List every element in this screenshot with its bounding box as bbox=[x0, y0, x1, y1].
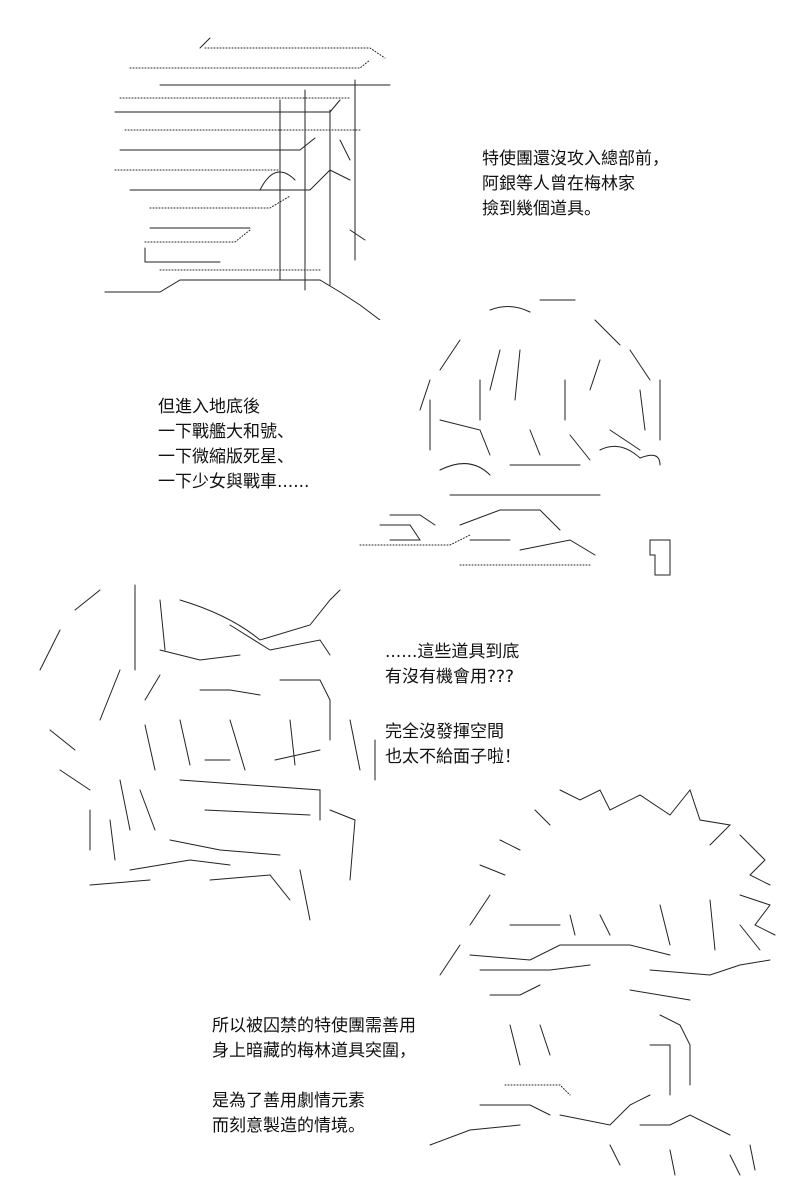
caption-underground: 但進入地底後 一下戰艦大和號、 一下微縮版死星、 一下少女與戰車...... bbox=[158, 395, 309, 495]
ascii-art-panel-4 bbox=[410, 785, 790, 1180]
caption-line: 一下戰艦大和號、 bbox=[158, 422, 294, 442]
caption-line: 也太不給面子啦！ bbox=[385, 747, 521, 767]
caption-line: 特使團還沒攻入總部前， bbox=[482, 149, 669, 169]
ascii-art-drawing-4 bbox=[429, 788, 776, 1176]
ascii-art-panel-1 bbox=[100, 30, 400, 320]
caption-explanation: 所以被囚禁的特使團需善用 身上暗藏的梅林道具突圍， 是為了善用劇情元素 而刻意製… bbox=[212, 1014, 416, 1139]
caption-complaint: 完全沒發揮空間 也太不給面子啦！ bbox=[385, 720, 521, 770]
caption-line: 完全沒發揮空間 bbox=[385, 722, 504, 742]
caption-line: 阿銀等人曾在梅林家 bbox=[482, 174, 635, 194]
caption-line: 身上暗藏的梅林道具突圍， bbox=[212, 1041, 416, 1061]
caption-line: 但進入地底後 bbox=[158, 397, 260, 417]
caption-items-found: 特使團還沒攻入總部前， 阿銀等人曾在梅林家 撿到幾個道具。 bbox=[482, 147, 669, 222]
ascii-art-panel-2 bbox=[340, 290, 680, 580]
caption-line: 撿到幾個道具。 bbox=[482, 199, 601, 219]
caption-line: 有沒有機會用??? bbox=[385, 667, 515, 687]
ascii-art-drawing-2 bbox=[359, 299, 671, 576]
caption-question: ......這些道具到底 有沒有機會用??? bbox=[385, 640, 519, 690]
caption-line: 一下微縮版死星、 bbox=[158, 447, 294, 467]
caption-line: 是為了善用劇情元素 bbox=[212, 1091, 365, 1111]
ascii-art-drawing-3 bbox=[39, 584, 376, 921]
caption-spacer bbox=[212, 1064, 416, 1089]
caption-line: 所以被囚禁的特使團需善用 bbox=[212, 1016, 416, 1036]
caption-line: ......這些道具到底 bbox=[385, 642, 520, 662]
ascii-art-panel-3 bbox=[30, 580, 390, 930]
caption-line: 而刻意製造的情境。 bbox=[212, 1116, 365, 1136]
ascii-art-drawing-1 bbox=[104, 37, 391, 320]
caption-line: 一下少女與戰車...... bbox=[158, 472, 310, 492]
